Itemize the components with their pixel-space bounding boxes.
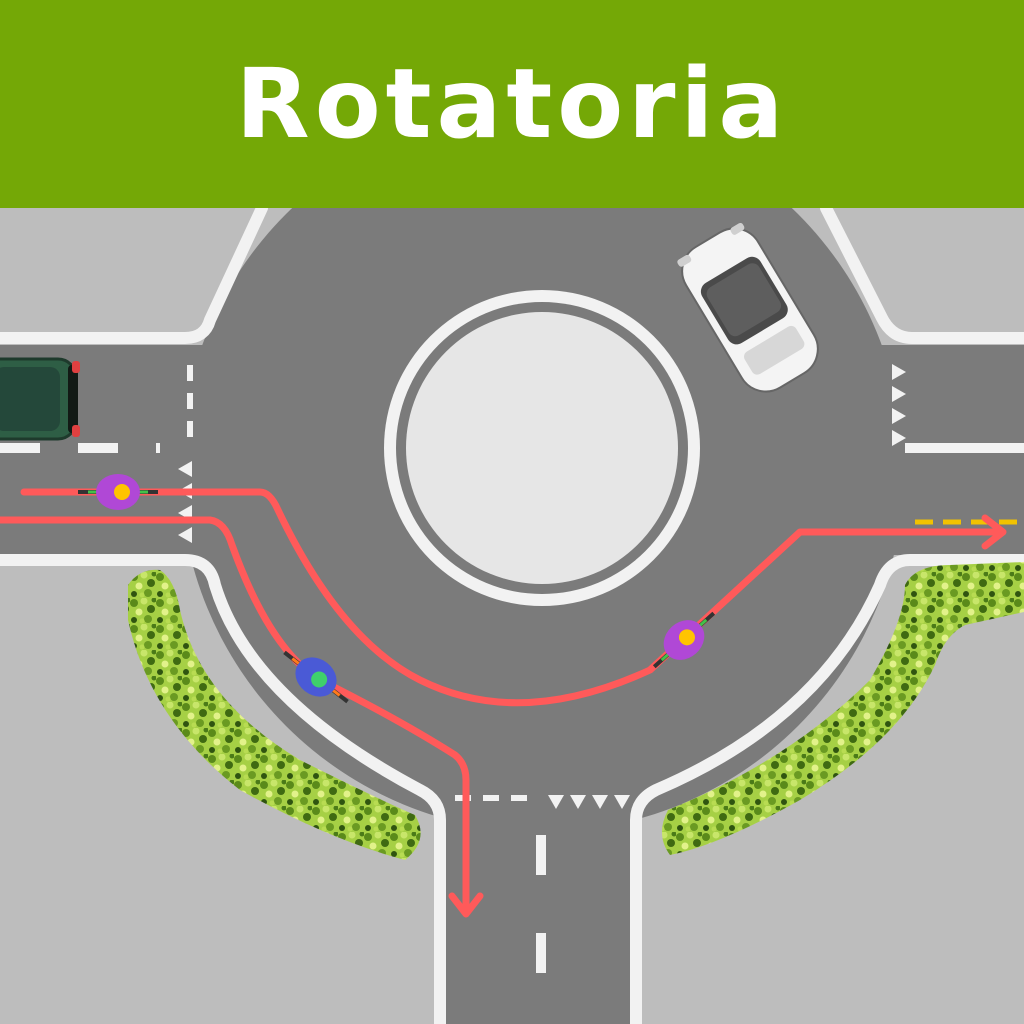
- car-top-view-icon: [677, 222, 819, 393]
- page-title: Rotatoria: [235, 48, 789, 160]
- lane-markings: [0, 365, 1024, 1024]
- route-east-exit: [20, 488, 1004, 707]
- cyclist-top-view-icon: [652, 611, 716, 669]
- car-top-view-icon: [0, 357, 80, 441]
- roundabout-scene: [0, 208, 1024, 1024]
- arrow-head-icon: [448, 514, 1007, 918]
- hedge-left: [128, 569, 421, 860]
- cyclist-top-view-icon: [283, 650, 349, 704]
- road-edge-lines: [0, 208, 1024, 1024]
- central-island: [406, 312, 678, 584]
- cyclist-top-view-icon: [78, 474, 158, 510]
- hedge-right: [661, 562, 1024, 855]
- title-banner: Rotatoria: [0, 0, 1024, 208]
